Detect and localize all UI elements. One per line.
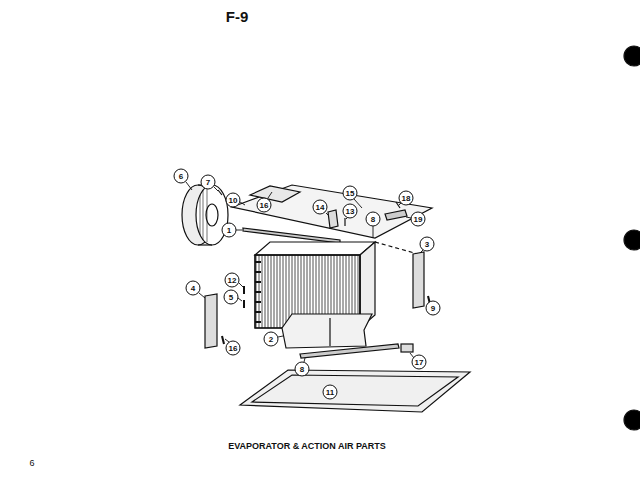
callout-number: 12: [225, 273, 240, 288]
page-number: 6: [29, 458, 34, 468]
callout-number: 10: [226, 193, 241, 208]
drain-pan: [240, 370, 470, 412]
callout-number: 14: [313, 200, 328, 215]
callout-number: 5: [224, 290, 239, 305]
bracket: [328, 210, 338, 228]
rod: [243, 228, 340, 243]
tube: [300, 344, 399, 358]
fitting: [401, 344, 413, 352]
strip: [385, 210, 407, 220]
callout-number: 13: [343, 204, 358, 219]
screw: [243, 300, 245, 308]
punch-hole: [624, 410, 640, 430]
callout-number: 6: [174, 169, 189, 184]
left-bracket: [205, 294, 217, 348]
assembly-line: [375, 242, 418, 254]
baffle: [329, 318, 330, 346]
blower-wheel: [182, 185, 228, 245]
screw: [344, 218, 345, 226]
callout-number: 19: [411, 212, 426, 227]
callout-number: 9: [426, 301, 441, 316]
baffle: [282, 314, 372, 348]
page-code: F-9: [226, 8, 249, 25]
right-bracket: [413, 252, 424, 308]
figure-caption: EVAPORATOR & ACTION AIR PARTS: [228, 441, 386, 451]
punch-hole: [624, 230, 640, 250]
callout-number: 1: [222, 223, 237, 238]
callout-number: 16: [257, 198, 272, 213]
callout-number: 11: [323, 385, 338, 400]
callout-number: 8: [295, 362, 310, 377]
callout-number: 3: [420, 237, 435, 252]
punch-hole: [624, 46, 640, 66]
callout-number: 2: [264, 332, 279, 347]
callout-number: 15: [343, 186, 358, 201]
callout-number: 7: [201, 175, 216, 190]
callout-number: 8: [366, 212, 381, 227]
screw: [218, 190, 222, 195]
callout-number: 17: [412, 355, 427, 370]
callout-number: 18: [399, 191, 414, 206]
leader-lines: [186, 182, 430, 362]
callout-number: 16: [226, 341, 241, 356]
screw: [222, 336, 224, 344]
callout-number: 4: [186, 281, 201, 296]
screw: [243, 286, 245, 294]
